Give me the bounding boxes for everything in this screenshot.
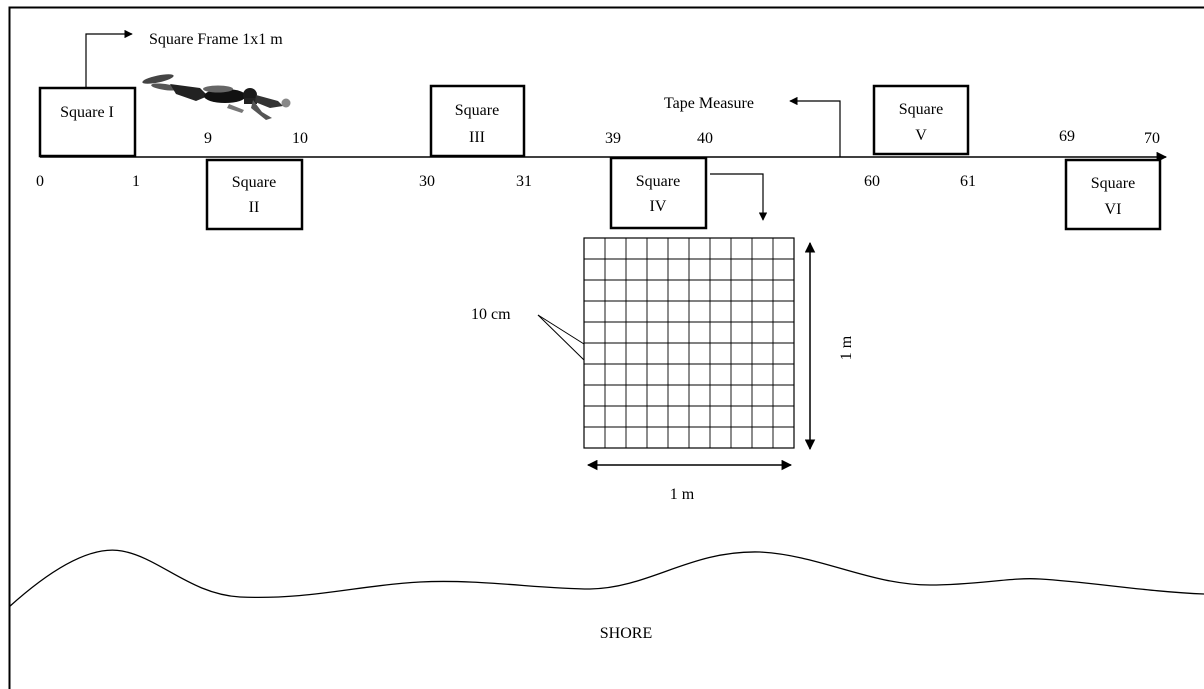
tick-label-above: 69 [1059,128,1075,145]
square-4-word: Square [636,173,680,190]
square-6: Square VI [1066,160,1160,229]
tick-label-below: 61 [960,173,976,190]
square-4-numeral: IV [650,198,667,215]
square-4: Square IV [611,158,706,228]
tick-label-above: 40 [697,130,713,147]
tape-callout-arrow [790,101,840,157]
tape-measure-label: Tape Measure [664,95,754,112]
tick-label-above: 39 [605,130,621,147]
square-5-numeral: V [915,127,927,144]
square-1: Square I [40,88,135,156]
square-3: Square III [431,86,524,156]
zoom-arrow [710,174,763,220]
square-2-numeral: II [249,199,260,216]
diver-icon [142,72,291,120]
frame-callout-arrow [86,34,132,88]
square-3-word: Square [455,102,499,119]
square-1-label: Square I [60,104,114,121]
square-6-numeral: VI [1105,201,1122,218]
square-3-numeral: III [469,129,485,146]
frame-label: Square Frame 1x1 m [149,31,283,48]
shore-line [9,550,1204,607]
cell-callout-line [538,315,584,344]
grid-width-label: 1 m [670,486,695,503]
square-5-word: Square [899,101,943,118]
square-6-word: Square [1091,175,1135,192]
tick-label-below: 0 [36,173,44,190]
tick-label-below: 60 [864,173,880,190]
tick-label-above: 10 [292,130,308,147]
square-2: Square II [207,160,302,229]
tick-label-below: 1 [132,173,140,190]
grid-height-label: 1 m [838,335,855,360]
shore-label: SHORE [600,625,652,642]
square-5: Square V [874,86,968,154]
tick-label-above: 9 [204,130,212,147]
tick-label-below: 30 [419,173,435,190]
square-2-word: Square [232,174,276,191]
tick-label-above: 70 [1144,130,1160,147]
quadrat-grid [584,238,794,448]
cell-callout-line [538,315,584,360]
tick-label-below: 31 [516,173,532,190]
cell-size-label: 10 cm [471,306,511,323]
